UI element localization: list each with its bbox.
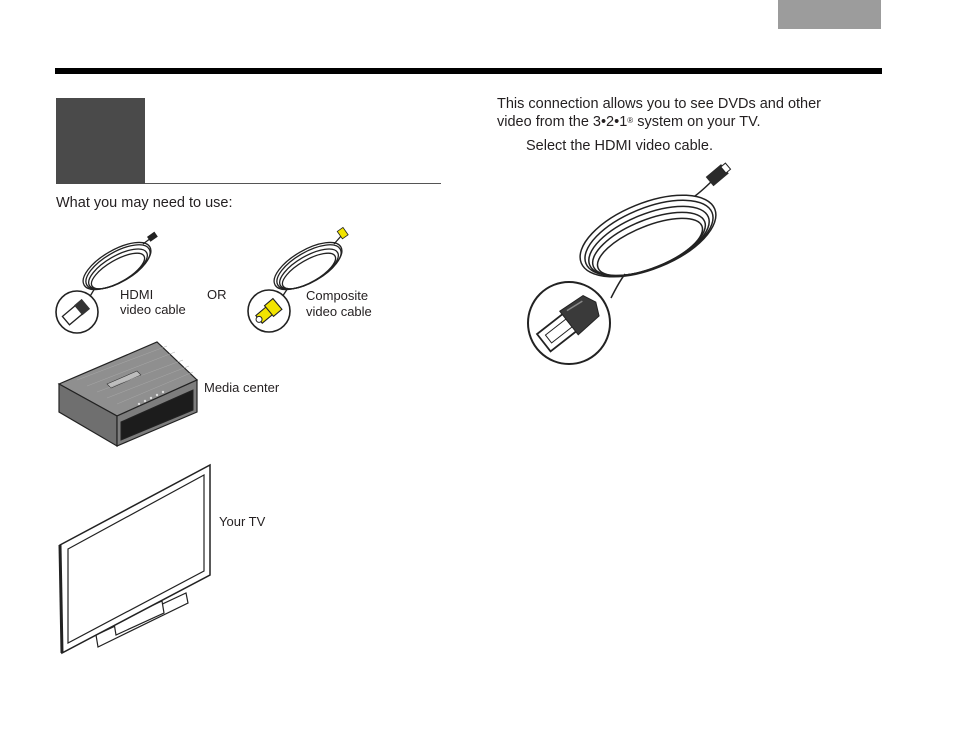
or-label: OR bbox=[207, 287, 227, 302]
header-rule bbox=[55, 68, 882, 74]
hdmi-cable-small-illustration bbox=[55, 231, 158, 334]
intro-text: What you may need to use: bbox=[56, 195, 233, 211]
registered-mark: ® bbox=[627, 116, 634, 125]
media-center-label: Media center bbox=[204, 380, 280, 395]
step-divider bbox=[145, 183, 441, 184]
step-instruction: Select the HDMI video cable. bbox=[526, 138, 713, 154]
paragraph-suffix: system on your TV. bbox=[633, 114, 761, 130]
hdmi-label-line1: HDMI bbox=[120, 287, 154, 302]
hdmi-label-line2: video cable bbox=[120, 302, 186, 317]
tv-illustration bbox=[58, 463, 211, 655]
hdmi-cable-large-illustration bbox=[527, 162, 732, 365]
tv-label: Your TV bbox=[219, 514, 266, 529]
composite-label-line1: Composite bbox=[306, 288, 369, 303]
step-number-box bbox=[56, 98, 145, 184]
connection-paragraph-line2: video from the 3•2•1® system on your TV. bbox=[497, 113, 761, 131]
media-center-illustration bbox=[57, 341, 199, 448]
section-tab bbox=[778, 0, 881, 29]
composite-label-line2: video cable bbox=[306, 304, 372, 319]
composite-cable-small-illustration bbox=[247, 226, 349, 333]
paragraph-prefix: video from the 3•2•1 bbox=[497, 114, 628, 130]
connection-paragraph-line1: This connection allows you to see DVDs a… bbox=[497, 96, 822, 112]
